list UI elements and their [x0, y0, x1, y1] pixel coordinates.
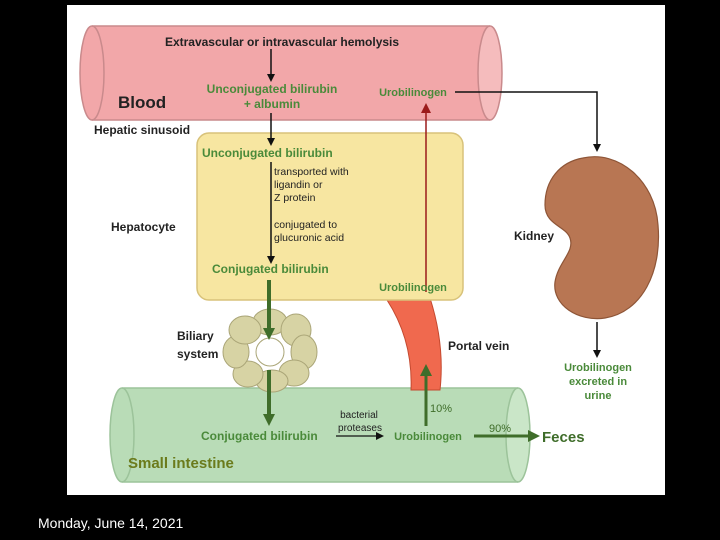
pct-10-label: 10%	[430, 403, 452, 415]
transport-line-2: ligandin or	[274, 179, 323, 191]
pct-90-label: 90%	[489, 423, 511, 435]
transport-line-1: transported with	[274, 166, 349, 178]
hepatocyte-unconj-label: Unconjugated bilirubin	[202, 146, 333, 160]
hepatocyte-box	[196, 132, 464, 301]
biliary-label-1: Biliary	[177, 329, 214, 343]
portal-vein-label: Portal vein	[448, 339, 509, 353]
urine-line-3: urine	[585, 390, 612, 402]
kidney-shape	[544, 156, 660, 320]
kidney-label: Kidney	[514, 229, 554, 243]
transport-line-3: Z protein	[274, 192, 316, 204]
small-intestine-label: Small intestine	[128, 455, 234, 472]
footer-date: Monday, June 14, 2021	[38, 515, 184, 531]
hepatocyte-label: Hepatocyte	[111, 220, 176, 234]
conjugated-to-line-1: conjugated to	[274, 219, 337, 231]
arrow-blood-to-kidney	[455, 91, 601, 152]
blood-label: Blood	[118, 93, 166, 112]
hemolysis-label: Extravascular or intravascular hemolysis	[165, 35, 399, 49]
feces-label: Feces	[542, 429, 585, 446]
bacterial-line-1: bacterial	[340, 410, 378, 421]
urine-line-1: Urobilinogen	[564, 362, 632, 374]
hepatic-sinusoid-label: Hepatic sinusoid	[94, 123, 190, 137]
biliary-label-2: system	[177, 347, 218, 361]
blood-vessel	[79, 25, 503, 121]
urine-line-2: excreted in	[569, 376, 627, 388]
hepatocyte-urobilinogen-label: Urobilinogen	[379, 282, 447, 294]
biliary-system-ring	[222, 308, 318, 393]
conjugated-to-line-2: glucuronic acid	[274, 232, 344, 244]
intestine-urobilinogen-label: Urobilinogen	[394, 431, 462, 443]
blood-urobilinogen-label: Urobilinogen	[379, 87, 447, 99]
hepatocyte-conj-label: Conjugated bilirubin	[212, 262, 329, 276]
blood-unconj-label: Unconjugated bilirubin	[207, 82, 338, 96]
bacterial-line-2: proteases	[338, 423, 382, 434]
small-intestine-tube	[109, 387, 531, 483]
blood-albumin-label: + albumin	[244, 97, 300, 111]
intestine-conj-label: Conjugated bilirubin	[201, 429, 318, 443]
